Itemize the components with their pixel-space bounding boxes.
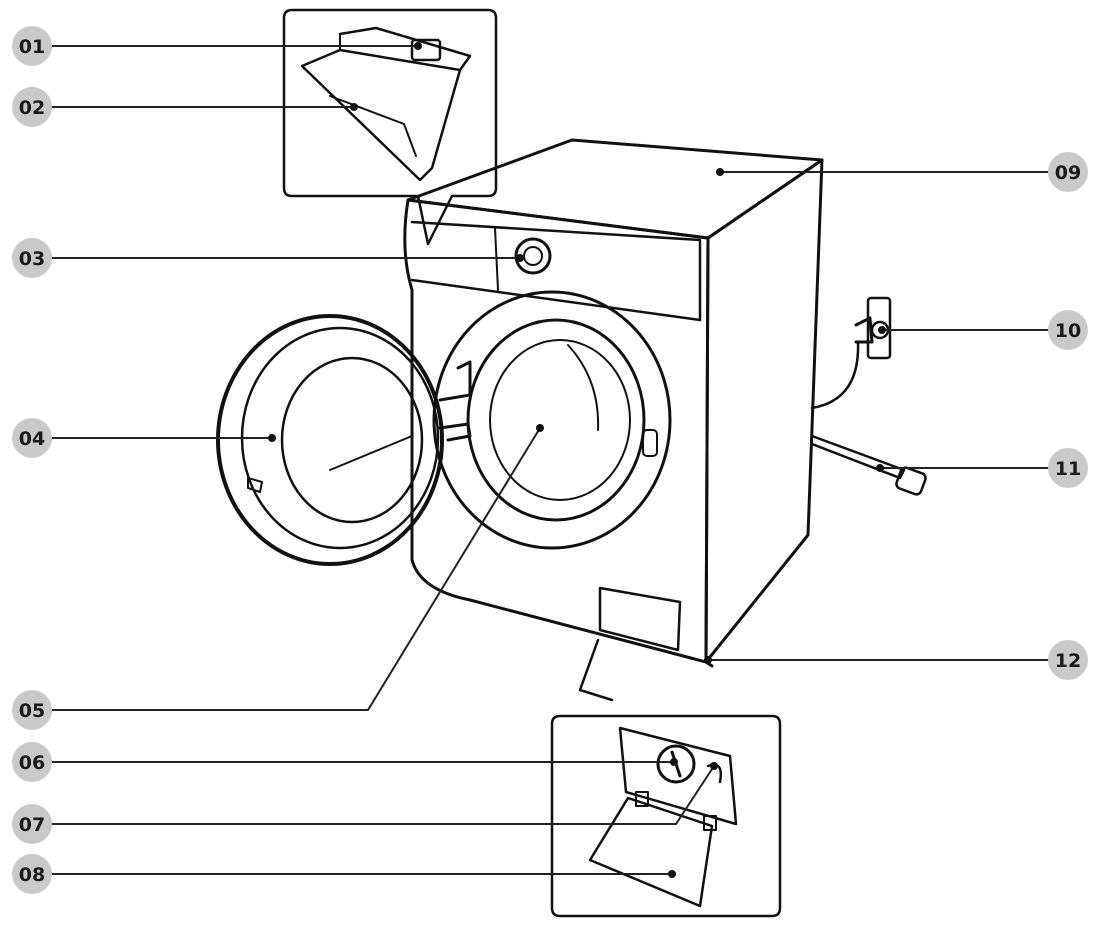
side-panel: [704, 158, 824, 664]
front-panel: [403, 198, 710, 664]
drum: [489, 339, 631, 501]
callout-02-label: 02: [19, 97, 45, 119]
callout-08: 08: [12, 854, 52, 894]
callout-09-label: 09: [1055, 162, 1081, 184]
door: [216, 314, 444, 566]
callout-11: 11: [1048, 448, 1088, 488]
callout-12: 12: [1048, 640, 1088, 680]
callout-10: 10: [1048, 310, 1088, 350]
callout-01-label: 01: [19, 36, 45, 58]
filter-cover-open: [588, 796, 714, 908]
debris-filter: [656, 744, 696, 784]
callout-05-label: 05: [19, 700, 45, 722]
callout-06-label: 06: [19, 752, 45, 774]
callout-09: 09: [1048, 152, 1088, 192]
callout-03-label: 03: [19, 248, 45, 270]
callout-10-label: 10: [1055, 320, 1081, 342]
control-panel: [410, 220, 702, 322]
callout-06: 06: [12, 742, 52, 782]
callout-04-label: 04: [19, 428, 45, 450]
callout-12-label: 12: [1055, 650, 1081, 672]
leader-endpoints: [268, 42, 886, 878]
callout-02: 02: [12, 87, 52, 127]
filter-cover: [598, 586, 682, 652]
callout-07: 07: [12, 804, 52, 844]
door-frame: [432, 290, 672, 550]
washing-machine-illustration: [216, 138, 824, 702]
filter-inset: [550, 714, 782, 918]
callout-08-label: 08: [19, 864, 45, 886]
callout-01: 01: [12, 26, 52, 66]
program-knob: [514, 237, 552, 275]
detergent-drawer: [300, 48, 462, 182]
callout-07-label: 07: [19, 814, 45, 836]
power-plug: [810, 296, 892, 410]
drain-hose: [810, 434, 927, 496]
callout-11-label: 11: [1055, 458, 1081, 480]
leader-lines: [48, 45, 1050, 875]
callout-04: 04: [12, 418, 52, 458]
top-panel: [406, 138, 824, 240]
callout-05: 05: [12, 690, 52, 730]
callout-03: 03: [12, 238, 52, 278]
